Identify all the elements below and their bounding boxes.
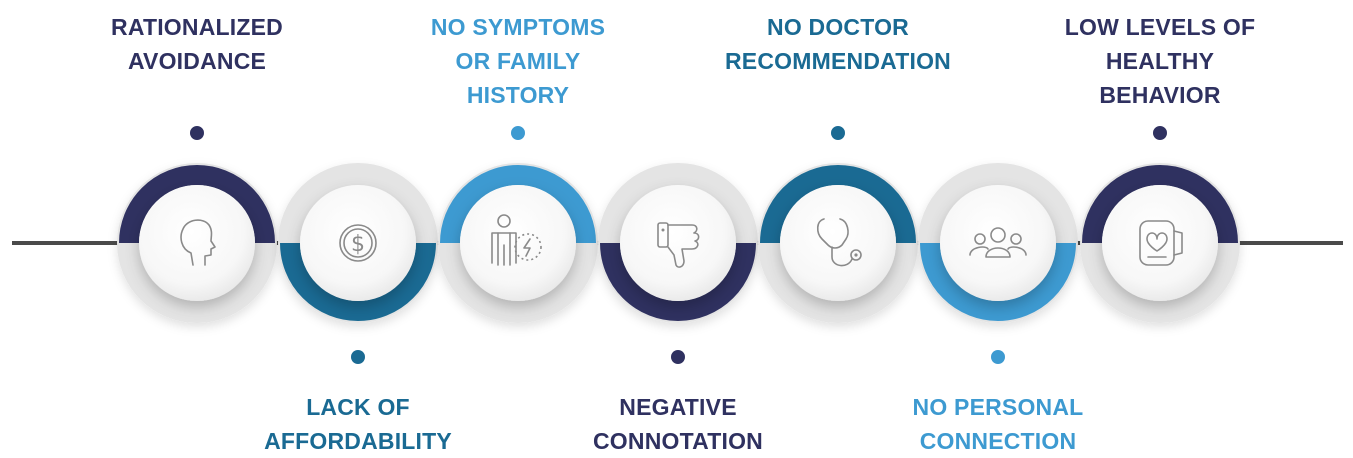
stethoscope-icon — [816, 218, 862, 267]
label-low-healthy-behavior: LOW LEVELS OF HEALTHY BEHAVIOR — [1064, 14, 1256, 108]
node-inner-disc — [1102, 185, 1218, 301]
barrier-node: $ — [278, 163, 438, 364]
node-inner-disc — [620, 185, 736, 301]
connector-dot — [190, 126, 204, 140]
node-color-arc — [600, 242, 756, 321]
node-inner-disc — [460, 185, 576, 301]
dollar-coin-icon: $ — [339, 224, 377, 262]
node-inner-disc — [139, 185, 255, 301]
label-lack-of-affordability: LACK OF AFFORDABILITY — [264, 394, 452, 454]
node-color-arc — [760, 165, 916, 244]
node-color-arc — [280, 242, 436, 321]
label-rationalized-avoidance: RATIONALIZED AVOIDANCE — [111, 14, 283, 74]
node-inner-disc — [780, 185, 896, 301]
connector-dot — [831, 126, 845, 140]
person-pulse-icon — [491, 214, 542, 266]
node-color-arc — [1082, 165, 1238, 244]
barrier-node — [758, 126, 918, 323]
people-group-icon — [969, 227, 1027, 258]
node-inner-disc — [940, 185, 1056, 301]
barrier-node — [117, 126, 277, 323]
connector-dot — [511, 126, 525, 140]
connector-dot — [991, 350, 1005, 364]
fitness-watch-icon — [1139, 220, 1183, 266]
node-color-arc — [920, 242, 1076, 321]
node-color-arc — [119, 165, 275, 244]
node-inner-disc — [300, 185, 416, 301]
label-no-personal-connection: NO PERSONAL CONNECTION — [912, 394, 1084, 454]
connector-dot — [671, 350, 685, 364]
head-icon — [180, 219, 216, 266]
connector-dot — [351, 350, 365, 364]
label-no-doctor-recommendation: NO DOCTOR RECOMMENDATION — [725, 14, 951, 74]
thumbs-down-icon — [657, 222, 700, 268]
barrier-node — [918, 163, 1078, 364]
node-color-arc — [440, 165, 596, 244]
barrier-node — [438, 126, 598, 323]
connector-dot — [1153, 126, 1167, 140]
barrier-node — [1080, 126, 1240, 323]
label-negative-connotation: NEGATIVE CONNOTATION — [593, 394, 763, 454]
svg-text:$: $ — [351, 232, 365, 257]
label-no-symptoms: NO SYMPTOMS OR FAMILY HISTORY — [430, 14, 606, 108]
barrier-node — [598, 163, 758, 364]
